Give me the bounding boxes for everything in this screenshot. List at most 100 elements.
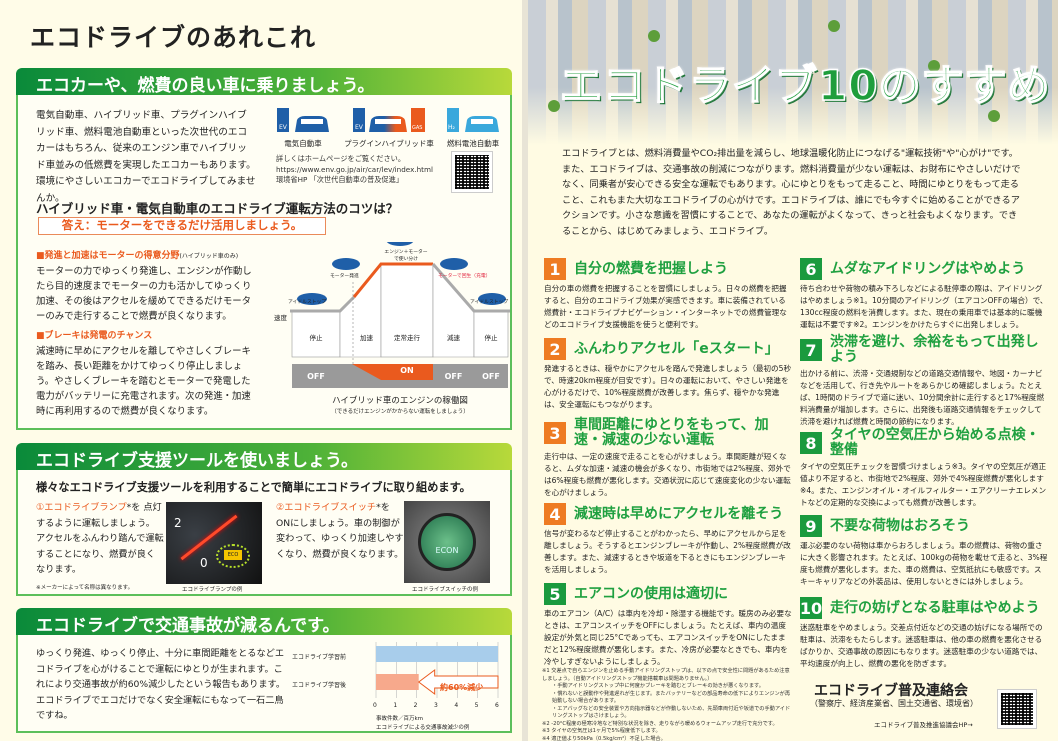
tip-text: 自分の車の燃費を把握することを習慣にしましょう。日々の燃費を把握すると、自分のエ… [544, 284, 787, 329]
phase-label: 減速 [447, 334, 460, 342]
tip-number: 5 [544, 583, 566, 605]
accident-text: ゆっくり発進、ゆっくり停止、十分に車間距離をとるなどエコドライブを心がけることで… [36, 648, 286, 721]
tip-text: 運ぶ必要のない荷物は車からおろしましょう。車の燃費は、荷物の重さに大きく影響され… [800, 541, 1048, 586]
phase-label: 停止 [484, 334, 498, 342]
tip-number: 2 [544, 338, 566, 360]
eco-tip-item: 5 エアコンの使用は適切に車のエアコン（A/C）は車内を冷却・除湿する機能です。暖… [544, 583, 792, 668]
reduction-annotation: 約60%減少 [440, 683, 484, 692]
eco-tip-item: 8 タイヤの空気圧から始める点検・整備タイヤの空気圧チェックを習慣づけましょう※3… [800, 428, 1048, 509]
eco-switch-photo: ECON [404, 501, 490, 583]
eco-lamp-text: ①エコドライブランプ*を 点灯するように運転しましょう。アクセルをふんわり踏んで… [36, 502, 164, 575]
tip-text: 出かける前に、渋滞・交通規制などの道路交通情報や、地図・カーナビなどを活用して、… [800, 369, 1044, 426]
phase-label: 停止 [309, 334, 323, 342]
x-tick-label: 6 [495, 702, 499, 709]
engine-state: OFF [482, 372, 500, 381]
support-lead: 様々なエコドライブ支援ツールを利用することで簡単にエコドライブに取り組めます。 [36, 481, 471, 494]
accident-section: エコドライブで交通事故が減るんです。 ゆっくり発進、ゆっくり停止、十分に車間距離… [16, 608, 512, 733]
eco-tip-heading: 6 ムダなアイドリングはやめよう [800, 258, 1048, 280]
intro-text: エコドライブとは、燃料消費量やCO₂排出量を減らし、地球温暖化防止につなげる"運… [562, 148, 1021, 237]
section-header: エコカーや、燃費の良い車に乗りましょう。 [16, 68, 512, 96]
tip-text: 車のエアコン（A/C）は車内を冷却・除湿する機能です。暖房のみ必要なときは、エア… [544, 609, 792, 666]
right-page: エコドライブ10のすすめ エコドライブとは、燃料消費量やCO₂排出量を減らし、地… [528, 0, 1058, 742]
tip-text: 走行中は、一定の速度で走ることを心がけましょう。車間距離が短くなると、ムダな加速… [544, 452, 791, 497]
x-axis-label: 事故件数／百万km [376, 716, 424, 722]
eco-tip-item: 7 渋滞を避け、余裕をもって出発しよう出かける前に、渋滞・交通規制などの道路交通情… [800, 335, 1048, 428]
tip-text: 待ち合わせや荷物の積み下ろしなどによる駐停車の際は、アイドリングはやめましょう※… [800, 284, 1048, 329]
city-illustration [528, 0, 1058, 145]
tip-title: ムダなアイドリングはやめよう [830, 260, 1026, 277]
car-icons [297, 242, 506, 305]
x-tick-label: 1 [393, 702, 398, 709]
ev-car-charger-icon: EV 電気自動車 [273, 106, 333, 149]
footnotes: ※1 交差点で自らエンジンを止める手動アイドリングストップは、以下の点で安全性に… [542, 668, 791, 742]
x-tick-label: 0 [373, 702, 377, 709]
eco-car-section: エコカーや、燃費の良い車に乗りましょう。 電気自動車、ハイブリッド車、プラグイン… [16, 68, 512, 430]
eco-tip-item: 6 ムダなアイドリングはやめよう待ち合わせや荷物の積み下ろしなどによる駐停車の際は… [800, 258, 1048, 331]
tip-title: エアコンの使用は適切に [574, 585, 728, 602]
qr-code[interactable] [997, 689, 1037, 729]
tip-title: タイヤの空気圧から始める点検・整備 [830, 427, 1040, 458]
engine-state: OFF [307, 372, 325, 381]
eco-tip-heading: 8 タイヤの空気圧から始める点検・整備 [800, 428, 1048, 458]
fuel-cell-car-icon: H₂ 燃料電池自動車 [440, 106, 506, 149]
tip-title: 走行の妨げとなる駐車はやめよう [830, 599, 1040, 616]
env-url-link[interactable]: https://www.env.go.jp/air/car/lev/index.… [276, 164, 434, 174]
svg-text:GAS: GAS [412, 125, 422, 131]
section-header: エコドライブ支援ツールを使いましょう。 [16, 443, 512, 471]
org-members: （警察庁、経済産業省、国土交通省、環境省） [810, 699, 978, 708]
left-page: エコドライブのあれこれ エコカーや、燃費の良い車に乗りましょう。 電気自動車、ハ… [0, 0, 522, 741]
support-tools-section: エコドライブ支援ツールを使いましょう。 様々なエコドライブ支援ツールを利用するこ… [16, 443, 512, 596]
svg-text:H₂: H₂ [448, 124, 456, 131]
engine-state: ON [400, 366, 414, 375]
qr-code[interactable] [451, 151, 493, 193]
speed-profile [290, 262, 510, 390]
tip-text: 信号が変わるなど停止することがわかったら、早めにアクセルから足を離しましょう。そ… [544, 529, 791, 574]
tip-text: 迷惑駐車をやめましょう。交差点付近などの交通の妨げになる場所での駐車は、渋滞をも… [800, 623, 1043, 668]
page-gutter [522, 0, 528, 741]
tip-text: タイヤの空気圧チェックを習慣づけましょう※3。タイヤの空気圧が適正値より不足する… [800, 462, 1047, 507]
tip-number: 7 [800, 339, 822, 361]
bar [376, 674, 419, 690]
ev-badge: EV [279, 124, 288, 131]
tip-number: 8 [800, 432, 822, 454]
page-title: エコドライブのあれこれ [30, 23, 317, 52]
eco-car-link-block: 詳しくはホームページをご覧ください。 https://www.env.go.jp… [276, 154, 434, 184]
x-tick-label: 4 [454, 702, 459, 709]
tip-number: 1 [544, 258, 566, 280]
engine-state: OFF [444, 372, 463, 381]
phase-label: 加速 [360, 334, 373, 342]
reduction-arrow [417, 669, 499, 695]
x-tick-label: 3 [434, 702, 438, 709]
eco-tip-heading: 5 エアコンの使用は適切に [544, 583, 792, 605]
main-title: エコドライブ10のすすめ [559, 60, 1051, 111]
tip-title: 渋滞を避け、余裕をもって出発しよう [830, 334, 1039, 365]
tip-title: 不要な荷物はおろそう [830, 517, 970, 534]
svg-text:EV: EV [355, 124, 364, 131]
tip-title: 減速時は早めにアクセルを離そう [574, 505, 784, 522]
hp-link-label[interactable]: エコドライブ普及推進協議会HP→ [874, 721, 973, 729]
category-label: エコドライブ学習前 [292, 654, 347, 661]
eco-car-text: 電気自動車、ハイブリッド車、プラグインハイブリッド車、燃料電池自動車といった次世… [36, 110, 256, 204]
hybrid-question: ハイブリッド車・電気自動車のエコドライブ運転方法のコツは？ [36, 201, 399, 216]
org-name: エコドライブ普及連絡会 [814, 683, 968, 699]
engine-state-bar [292, 364, 508, 388]
x-tick-label: 5 [474, 702, 479, 709]
chart-caption: エコドライブによる交通事故減少の例 [376, 725, 470, 731]
eco-switch-text: ②エコドライブスイッチ*を ONにしましょう。車の制御が変わって、ゆっくり加速し… [276, 502, 404, 560]
answer-box: 答え：モーターをできるだけ活用しましょう。 [38, 217, 326, 235]
eco-tip-heading: 7 渋滞を避け、余裕をもって出発しよう [800, 335, 1048, 365]
x-tick-label: 2 [413, 702, 418, 709]
tip-number: 6 [800, 258, 822, 280]
